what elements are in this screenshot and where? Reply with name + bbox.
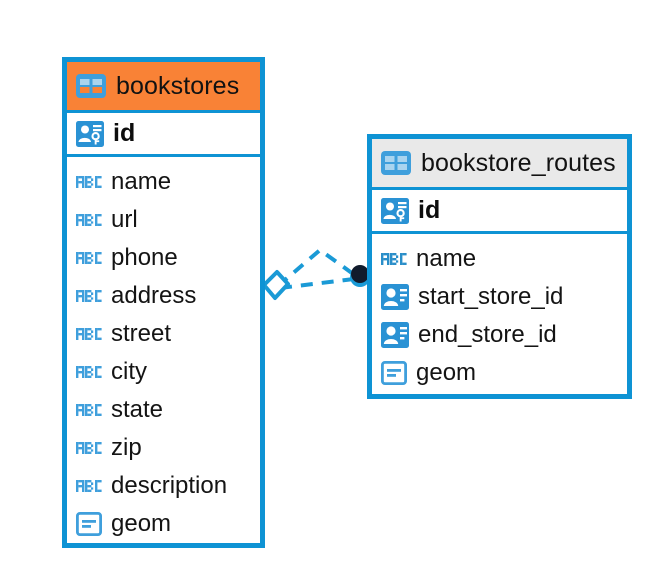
field-list-bookstores: name	[67, 157, 260, 551]
relationship-link-lower	[279, 277, 355, 290]
field-label: start_store_id	[418, 283, 564, 310]
abc-text-icon	[76, 478, 102, 494]
abc-text-icon	[76, 364, 102, 380]
diamond-marker-icon	[262, 270, 290, 300]
field-label: geom	[416, 359, 477, 386]
field-label: state	[111, 396, 164, 423]
entity-title: bookstores	[116, 71, 240, 100]
field-label: phone	[111, 244, 178, 271]
field-label: zip	[111, 434, 142, 461]
primary-key-icon	[76, 120, 104, 147]
abc-text-icon	[76, 174, 102, 190]
field-row[interactable]: end_store_id	[381, 316, 619, 354]
entity-title: bookstore_routes	[421, 148, 616, 177]
primary-key-row[interactable]: id	[67, 110, 260, 157]
entity-header-bookstores[interactable]: bookstores	[67, 62, 260, 110]
field-row[interactable]: phone	[76, 239, 252, 277]
field-row[interactable]: name	[76, 163, 252, 201]
entity-bookstore-routes[interactable]: bookstore_routes id	[367, 134, 632, 399]
field-row[interactable]: geom	[76, 505, 252, 543]
field-label: street	[111, 320, 172, 347]
field-row[interactable]: url	[76, 201, 252, 239]
abc-text-icon	[381, 251, 407, 267]
field-list-bookstore-routes: name start_store_id	[372, 234, 627, 400]
geometry-icon	[76, 512, 102, 536]
field-row[interactable]: zip	[76, 429, 252, 467]
field-label: city	[111, 358, 147, 385]
field-label: name	[416, 245, 477, 272]
abc-text-icon	[76, 212, 102, 228]
field-row[interactable]: state	[76, 391, 252, 429]
table-icon	[76, 74, 106, 98]
field-row[interactable]: name	[381, 240, 619, 278]
foreign-key-icon	[381, 322, 409, 348]
foreign-key-icon	[381, 284, 409, 310]
field-label: name	[111, 168, 172, 195]
primary-key-row[interactable]: id	[372, 187, 627, 234]
field-row[interactable]: geom	[381, 354, 619, 392]
field-label: description	[111, 472, 228, 499]
field-label: address	[111, 282, 197, 309]
abc-text-icon	[76, 288, 102, 304]
field-label: url	[111, 206, 138, 233]
abc-text-icon	[76, 440, 102, 456]
geometry-icon	[381, 361, 407, 385]
field-label: end_store_id	[418, 321, 557, 348]
field-row[interactable]: address	[76, 277, 252, 315]
entity-bookstores[interactable]: bookstores id	[62, 57, 265, 548]
field-row[interactable]: city	[76, 353, 252, 391]
primary-key-label: id	[418, 196, 441, 224]
field-row[interactable]: street	[76, 315, 252, 353]
relationship-link-upper	[276, 247, 358, 288]
table-icon	[381, 151, 411, 175]
entity-header-bookstore-routes[interactable]: bookstore_routes	[372, 139, 627, 187]
abc-text-icon	[76, 402, 102, 418]
primary-key-icon	[381, 197, 409, 224]
field-row[interactable]: description	[76, 467, 252, 505]
primary-key-label: id	[113, 119, 136, 147]
field-row[interactable]: start_store_id	[381, 278, 619, 316]
abc-text-icon	[76, 326, 102, 342]
abc-text-icon	[76, 250, 102, 266]
field-label: geom	[111, 510, 172, 537]
